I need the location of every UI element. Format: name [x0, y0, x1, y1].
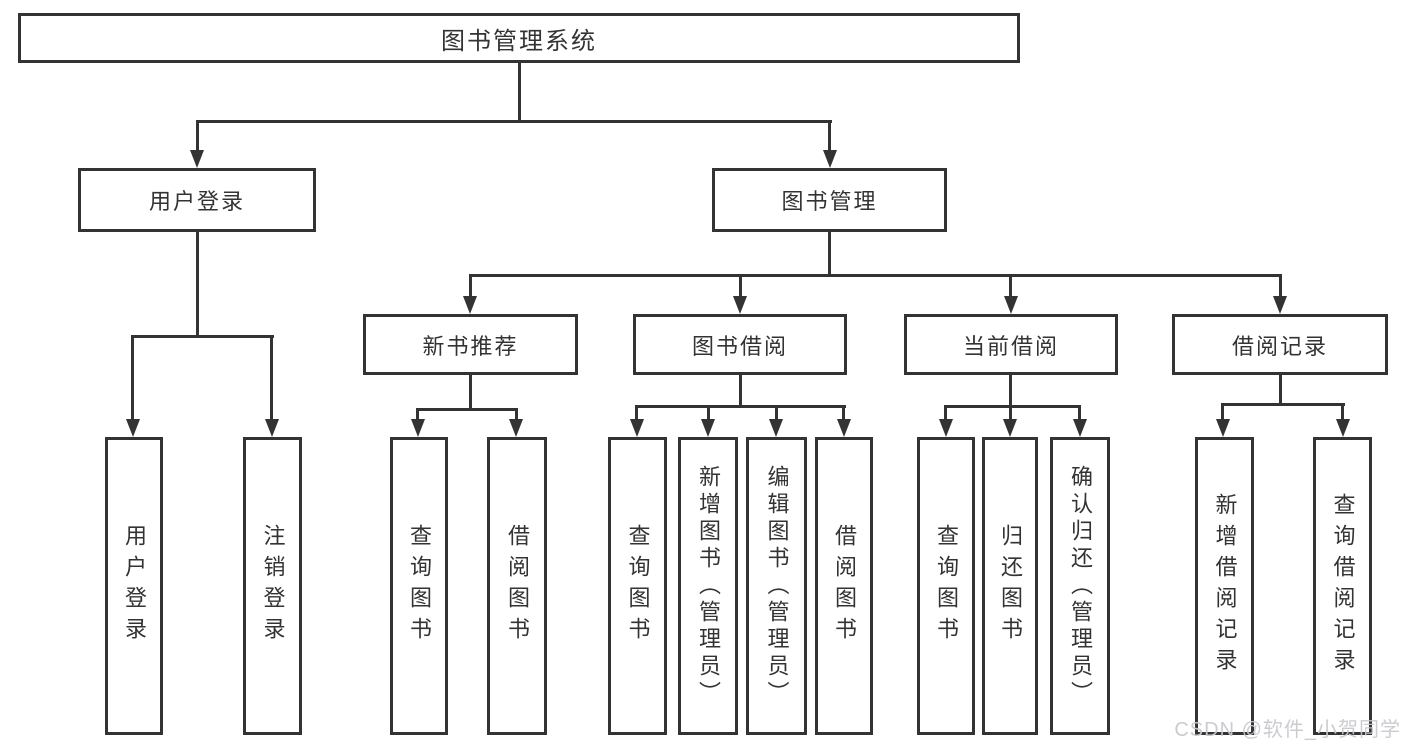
leaf-query-books-3-label: 查询图书: [934, 524, 959, 648]
arrowhead-icon: [509, 419, 523, 437]
arrowhead-icon: [1336, 419, 1350, 437]
connector-line: [1221, 403, 1224, 422]
node-root-label: 图书管理系统: [441, 27, 597, 55]
connector-line: [635, 405, 846, 408]
connector-line: [515, 408, 518, 422]
connector-line: [469, 375, 472, 408]
arrowhead-icon: [769, 419, 783, 437]
connector-line: [518, 63, 521, 120]
arrowhead-icon: [1273, 296, 1287, 314]
leaf-add-books-admin: 新增图书（管理员）: [678, 437, 738, 735]
arrowhead-icon: [837, 419, 851, 437]
leaf-confirm-return-admin-label: 确认归还（管理员）: [1068, 464, 1093, 708]
node-borrow-records-label: 借阅记录: [1231, 333, 1328, 359]
leaf-user-login-label: 用户登录: [122, 524, 147, 648]
node-book-borrow: 图书借阅: [633, 314, 847, 375]
arrowhead-icon: [411, 419, 425, 437]
connector-line: [416, 408, 518, 411]
node-current-borrow: 当前借阅: [904, 314, 1118, 375]
leaf-edit-books-admin: 编辑图书（管理员）: [746, 437, 807, 735]
connector-line: [944, 405, 1081, 408]
arrowhead-icon: [463, 296, 477, 314]
leaf-borrow-books-1-label: 借阅图书: [505, 524, 530, 648]
connector-line: [828, 232, 831, 274]
connector-line: [1009, 375, 1012, 405]
node-book-borrow-label: 图书借阅: [691, 333, 788, 359]
arrowhead-icon: [1216, 419, 1230, 437]
arrowhead-icon: [265, 419, 279, 437]
connector-line: [469, 274, 1282, 277]
connector-line: [1221, 403, 1345, 406]
leaf-return-books-label: 归还图书: [998, 524, 1023, 648]
arrowhead-icon: [1003, 419, 1017, 437]
leaf-borrow-books-2: 借阅图书: [815, 437, 873, 735]
connector-line: [196, 120, 832, 123]
leaf-logout: 注销登录: [243, 437, 302, 735]
leaf-query-borrow-record: 查询借阅记录: [1313, 437, 1372, 735]
arrowhead-icon: [1004, 296, 1018, 314]
arrowhead-icon: [733, 296, 747, 314]
connector-line: [270, 335, 273, 421]
connector-line: [1078, 405, 1081, 422]
leaf-query-books-2-label: 查询图书: [625, 524, 651, 648]
node-user-login-label: 用户登录: [148, 189, 245, 214]
node-new-book-recommend: 新书推荐: [363, 314, 578, 375]
node-current-borrow-label: 当前借阅: [962, 333, 1059, 359]
connector-line: [131, 335, 134, 421]
connector-line: [469, 274, 472, 300]
connector-line: [1279, 375, 1282, 403]
connector-line: [1009, 405, 1012, 422]
connector-line: [131, 335, 274, 338]
connector-line: [944, 405, 947, 422]
node-book-management-label: 图书管理: [781, 189, 878, 214]
node-root: 图书管理系统: [18, 13, 1020, 63]
arrowhead-icon: [1073, 419, 1087, 437]
node-new-book-recommend-label: 新书推荐: [422, 333, 519, 359]
connector-line: [842, 405, 845, 422]
connector-line: [1009, 274, 1012, 300]
arrowhead-icon: [939, 419, 953, 437]
leaf-query-borrow-record-label: 查询借阅记录: [1330, 493, 1356, 679]
leaf-logout-label: 注销登录: [260, 524, 286, 648]
leaf-add-borrow-record: 新增借阅记录: [1195, 437, 1254, 735]
leaf-query-books-1: 查询图书: [390, 437, 448, 735]
leaf-user-login: 用户登录: [105, 437, 163, 735]
connector-line: [196, 120, 199, 152]
connector-line: [635, 405, 638, 422]
arrowhead-icon: [126, 419, 140, 437]
connector-line: [828, 120, 831, 152]
connector-line: [1279, 274, 1282, 300]
arrowhead-icon: [823, 150, 837, 168]
leaf-add-borrow-record-label: 新增借阅记录: [1212, 493, 1238, 679]
connector-line: [739, 274, 742, 300]
leaf-return-books: 归还图书: [982, 437, 1038, 735]
connector-line: [1341, 403, 1344, 422]
connector-line: [196, 232, 199, 335]
leaf-confirm-return-admin: 确认归还（管理员）: [1050, 437, 1110, 735]
csdn-watermark: CSDN @软件_小贺同学: [1174, 719, 1401, 741]
node-borrow-records: 借阅记录: [1172, 314, 1388, 375]
leaf-edit-books-admin-label: 编辑图书（管理员）: [764, 464, 790, 708]
connector-line: [739, 375, 742, 405]
node-user-login: 用户登录: [78, 168, 316, 232]
arrowhead-icon: [190, 150, 204, 168]
leaf-query-books-2: 查询图书: [608, 437, 667, 735]
node-book-management: 图书管理: [712, 168, 947, 232]
leaf-query-books-3: 查询图书: [917, 437, 975, 735]
leaf-add-books-admin-label: 新增图书（管理员）: [696, 464, 721, 708]
leaf-borrow-books-2-label: 借阅图书: [832, 524, 857, 648]
connector-line: [416, 408, 419, 422]
leaf-borrow-books-1: 借阅图书: [487, 437, 547, 735]
connector-line: [707, 405, 710, 422]
connector-line: [775, 405, 778, 422]
arrowhead-icon: [701, 419, 715, 437]
leaf-query-books-1-label: 查询图书: [407, 524, 432, 648]
arrowhead-icon: [630, 419, 644, 437]
